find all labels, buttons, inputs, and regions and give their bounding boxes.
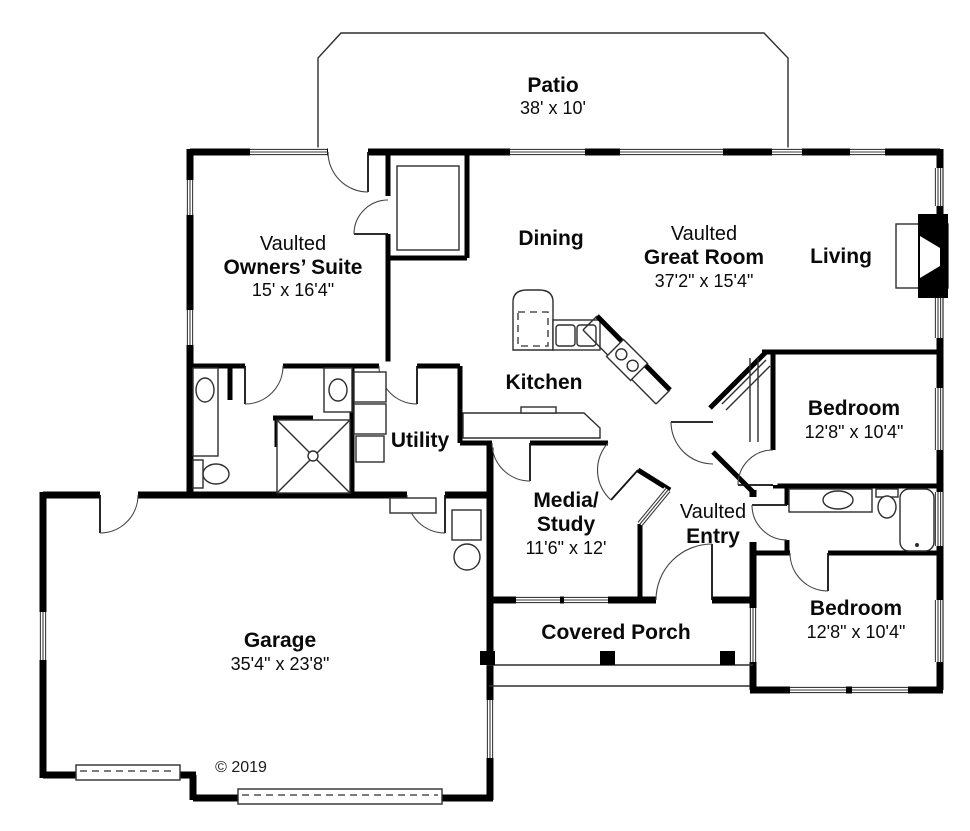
water-heater xyxy=(453,543,481,571)
sink xyxy=(822,490,854,510)
door-swing-arc xyxy=(491,442,531,482)
door-swing-arc xyxy=(737,449,774,486)
bay-window xyxy=(636,487,672,527)
greatroom-dims: 37'2" x 15'4" xyxy=(655,271,754,291)
porch-post xyxy=(720,651,735,665)
suite-label: Owners’ Suite xyxy=(224,256,363,279)
bedroom1-dims: 12'8" x 10'4" xyxy=(805,422,904,442)
owners-bath-fixtures xyxy=(192,367,353,494)
patio-outline xyxy=(317,32,789,152)
garage-label: Garage xyxy=(244,629,316,652)
garage-door-double xyxy=(237,788,443,805)
porch-post xyxy=(480,651,495,665)
cabinet xyxy=(355,435,385,463)
garage-fixtures xyxy=(75,497,482,805)
water-heater-platform xyxy=(451,509,482,541)
washer xyxy=(353,371,387,403)
dining-label: Dining xyxy=(518,227,583,250)
garage-dims: 35'4" x 23'8" xyxy=(231,654,330,674)
workbench xyxy=(389,497,437,514)
refrigerator xyxy=(512,289,554,351)
fireplace xyxy=(895,214,949,298)
door-swing-arc xyxy=(596,442,612,501)
bedroom2-dims: 12'8" x 10'4" xyxy=(807,622,906,642)
media-label-2: Study xyxy=(537,513,596,536)
door-swing-arc xyxy=(789,552,829,592)
porch-label: Covered Porch xyxy=(541,621,690,644)
bedroom1-label: Bedroom xyxy=(808,397,900,420)
suite-dims: 15' x 16'4" xyxy=(252,280,334,300)
island-counter xyxy=(462,412,601,439)
greatroom-label: Great Room xyxy=(644,246,764,269)
door-swing-arc xyxy=(244,365,284,405)
door-swing-arc xyxy=(655,543,713,601)
door-swing-arc xyxy=(353,199,389,235)
closet-shelf xyxy=(396,165,460,251)
sink-left xyxy=(555,324,576,347)
toilet-tank xyxy=(192,459,204,489)
stove xyxy=(605,338,649,382)
door-swing-arc xyxy=(327,151,369,193)
media-label-1: Media/ xyxy=(533,489,599,512)
labels: Patio 38' x 10' Vaulted Owners’ Suite 15… xyxy=(215,74,905,776)
patio-dims: 38' x 10' xyxy=(520,98,586,118)
utility-fixtures xyxy=(353,371,387,463)
door-swing-arc xyxy=(751,504,788,541)
media-dims: 11'6" x 12' xyxy=(526,538,607,558)
patio-label: Patio xyxy=(527,74,578,97)
door-swing-arc xyxy=(670,421,714,465)
living-label: Living xyxy=(810,245,872,268)
toilet-bowl xyxy=(877,495,897,519)
utility-label: Utility xyxy=(391,429,450,452)
copyright: © 2019 xyxy=(215,759,267,776)
bedroom2-label: Bedroom xyxy=(810,597,902,620)
sink-right xyxy=(576,324,597,347)
door-gaps xyxy=(100,147,828,605)
shared-bath-fixtures xyxy=(788,488,935,552)
windows xyxy=(38,147,943,758)
garage-door-single xyxy=(75,764,181,781)
suite-vaulted: Vaulted xyxy=(260,233,326,255)
sink2 xyxy=(328,378,348,402)
toilet-bowl xyxy=(202,463,230,485)
porch-elements xyxy=(480,651,753,687)
bathtub xyxy=(899,488,935,552)
door-leaf xyxy=(610,469,639,501)
door-swing-arc xyxy=(99,494,139,534)
entry-vaulted: Vaulted xyxy=(680,501,746,523)
bedroom-closet-lines xyxy=(721,358,771,442)
entry-label: Entry xyxy=(686,525,740,548)
sink xyxy=(195,377,215,403)
kitchen-label: Kitchen xyxy=(505,371,582,394)
greatroom-vaulted: Vaulted xyxy=(671,223,737,245)
kitchen-fixtures xyxy=(462,289,672,439)
dryer xyxy=(353,403,387,435)
porch-post xyxy=(600,651,615,665)
doors xyxy=(99,151,829,601)
